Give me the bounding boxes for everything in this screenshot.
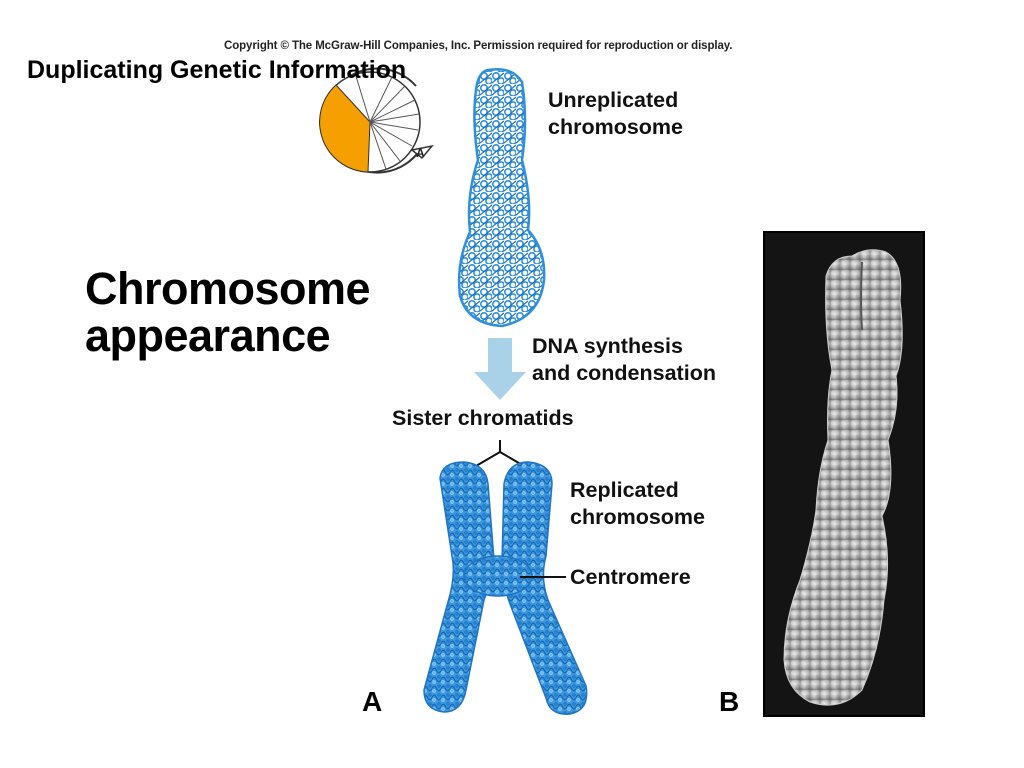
replicated-label-line-2: chromosome xyxy=(570,505,706,529)
dna-synthesis-arrow xyxy=(474,338,526,400)
cycle-letter: A xyxy=(416,146,425,160)
sister-chromatids-bracket xyxy=(475,440,525,467)
slide-title: Duplicating Genetic Information xyxy=(27,56,407,84)
copyright-notice: Copyright © The McGraw-Hill Companies, I… xyxy=(224,40,733,52)
heading-line-1: Chromosome xyxy=(85,263,371,314)
panel-label-a: A xyxy=(362,686,383,717)
dna-label-line-1: DNA synthesis xyxy=(532,334,683,358)
cycle-arrowhead xyxy=(410,144,434,160)
chromatid-right xyxy=(501,461,588,715)
micrograph-panel xyxy=(763,231,925,717)
dna-label-line-2: and condensation xyxy=(532,361,716,385)
unreplicated-chromosome xyxy=(457,68,546,328)
replicated-chromosome xyxy=(423,461,588,715)
unreplicated-label-line-2: chromosome xyxy=(548,115,684,139)
cell-cycle-icon xyxy=(319,67,434,174)
cycle-spokes xyxy=(354,72,420,170)
sem-chromosome xyxy=(783,249,903,706)
heading-line-2: appearance xyxy=(85,310,331,361)
sem-chromatid-groove xyxy=(860,261,863,331)
cycle-orange-sector xyxy=(319,84,371,173)
chromosome-appearance-heading: Chromosome appearance xyxy=(85,263,371,361)
unreplicated-label-line-1: Unreplicated xyxy=(548,88,679,112)
replicated-chromosome-label: Replicated chromosome xyxy=(570,477,705,531)
replicated-label-line-1: Replicated xyxy=(570,478,679,502)
chromatid-left xyxy=(423,461,495,713)
sister-chromatids-label: Sister chromatids xyxy=(392,406,574,430)
unreplicated-chromosome-label: Unreplicated chromosome xyxy=(548,87,683,141)
panel-label-b: B xyxy=(719,686,740,717)
dna-synthesis-label: DNA synthesis and condensation xyxy=(532,333,716,387)
centromere-label: Centromere xyxy=(570,565,691,589)
